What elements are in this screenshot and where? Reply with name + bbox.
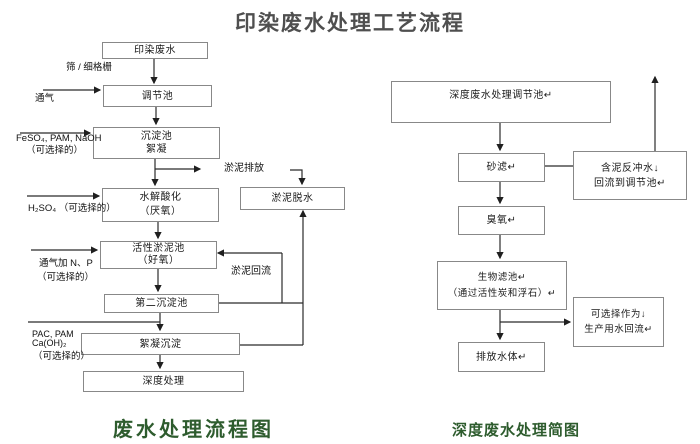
box-dewatering-label: 淤泥脱水: [271, 193, 314, 204]
box-activated-line2: （好氧）: [137, 255, 180, 266]
box-sludge-dewatering: 淤泥脱水: [240, 187, 345, 210]
caption-left-chart: 废水处理流程图: [113, 419, 274, 441]
box-regulating-tank: 调节池: [103, 85, 212, 107]
label-caoh2: Ca(OH)₂: [32, 338, 67, 348]
box-optional-reuse: 可选择作为↓ 生产用水回流↵: [573, 297, 664, 347]
box-optional-line1: 可选择作为↓: [590, 309, 647, 320]
box-hydrolysis-line2: （厌氧）: [139, 206, 182, 217]
arrow-into-dewatering-top: [290, 169, 306, 186]
label-h2so4: H₂SO₄ （可选择的）: [28, 203, 116, 214]
label-aeration: 通气: [35, 93, 55, 104]
box-discharge-water: 排放水体↵: [458, 342, 545, 372]
label-optional-3: （可选择的）: [33, 351, 91, 362]
box-biofilter-line2: （通过活性炭和浮石）↵: [447, 287, 557, 299]
label-feso4-pam-naoh: FeSO₄, PAM, NaOH: [16, 133, 102, 144]
box-secondary-label: 第二沉淀池: [135, 298, 188, 309]
box-flocculation-sedimentation: 絮凝沉淀: [81, 333, 240, 355]
box-sedimentation-line2: 絮凝: [146, 144, 167, 155]
box-backwash-return: 含泥反冲水↓ 回流到调节池↵: [573, 151, 687, 200]
box-advanced-treatment: 深度处理: [83, 371, 244, 392]
box-sedimentation-line1: 沉淀池: [140, 131, 173, 142]
label-optional-1: （可选择的）: [26, 145, 84, 156]
box-activated-line1: 活性淤泥池: [132, 243, 185, 254]
box-backwash-line1: 含泥反冲水↓: [601, 162, 659, 174]
box-biofilter-line1: 生物滤池↵: [477, 271, 527, 283]
box-sedimentation-tank: 沉淀池 絮凝: [93, 127, 220, 159]
box-regulating-label: 调节池: [141, 90, 174, 102]
box-backwash-line2: 回流到调节池↵: [594, 177, 666, 189]
box-influent: 印染废水: [102, 42, 208, 59]
box-flocculation-label: 絮凝沉淀: [139, 338, 182, 350]
box-deep-regulating-label: 深度废水处理调节池↵: [449, 90, 553, 101]
box-discharge-label: 排放水体↵: [476, 351, 527, 363]
page-title: 印染废水处理工艺流程: [235, 12, 465, 35]
box-advanced-label: 深度处理: [142, 376, 185, 387]
box-sand-filter: 砂滤↵: [458, 153, 545, 182]
box-ozone: 臭氧↵: [458, 206, 545, 235]
label-sludge-return: 淤泥回流: [231, 266, 271, 277]
box-deep-regulating-tank: 深度废水处理调节池↵: [391, 81, 611, 123]
caption-right-chart: 深度废水处理简图: [452, 422, 581, 439]
label-sludge-discharge: 淤泥排放: [224, 163, 264, 174]
label-pac-pam: PAC, PAM: [32, 329, 74, 339]
box-biological-filter: 生物滤池↵ （通过活性炭和浮石）↵: [437, 261, 567, 310]
box-hydrolysis-acidification: 水解酸化 （厌氧）: [102, 188, 219, 222]
box-secondary-sedimentation: 第二沉淀池: [104, 294, 219, 313]
box-influent-label: 印染废水: [134, 45, 176, 56]
box-optional-line2: 生产用水回流↵: [584, 324, 653, 335]
label-aeration-n-p: 通气加 N、P: [39, 258, 93, 269]
box-sand-filter-label: 砂滤↵: [486, 162, 517, 173]
box-hydrolysis-line1: 水解酸化: [139, 192, 182, 203]
box-activated-sludge: 活性淤泥池 （好氧）: [100, 241, 217, 269]
label-optional-2: （可选择的）: [37, 272, 95, 283]
label-screen-fine-grid: 筛 / 细格栅: [66, 62, 112, 73]
box-ozone-label: 臭氧↵: [486, 215, 517, 226]
